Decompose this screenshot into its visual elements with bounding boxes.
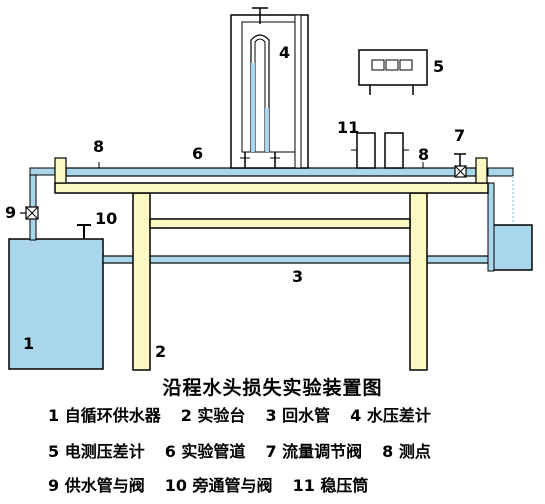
diagram-title: 沿程水头损失实验装置图 [162, 377, 383, 399]
pipe-right-end [475, 157, 488, 184]
bench-left-leg [132, 192, 151, 371]
supply-tank [8, 238, 104, 370]
legend-item: 1 自循环供水器 [48, 406, 161, 425]
legend-row-2: 5 电测压差计 6 实验管道 7 流量调节阀 8 测点 [48, 438, 451, 462]
legend-row-1: 1 自循环供水器 2 实验台 3 回水管 4 水压差计 [48, 402, 451, 426]
label-7: 7 [454, 126, 465, 145]
legend-item: 3 回水管 [265, 406, 331, 425]
legend-item: 4 水压差计 [350, 406, 431, 425]
legend-item: 10 旁通管与阀 [164, 476, 273, 495]
stabilizer-cylinder-right [384, 132, 404, 169]
legend-item: 11 稳压筒 [292, 476, 369, 495]
supply-pipe-vertical [29, 169, 37, 241]
label-8-right: 8 [418, 145, 429, 164]
right-drop-pipe [487, 182, 495, 272]
label-5: 5 [433, 57, 444, 76]
legend-row-3: 9 供水管与阀 10 旁通管与阀 11 稳压筒 [48, 472, 388, 496]
legend-item: 6 实验管道 [164, 442, 246, 461]
label-9: 9 [5, 203, 16, 222]
label-11: 11 [337, 118, 359, 137]
legend-item: 7 流量调节阀 [265, 442, 363, 461]
label-4: 4 [279, 43, 290, 62]
pipe-left-end [54, 157, 67, 184]
outflow-tank [492, 224, 533, 271]
label-1: 1 [23, 334, 34, 353]
legend-item: 5 电测压差计 [48, 442, 145, 461]
manometer-u-tube [250, 34, 270, 152]
label-6: 6 [192, 144, 203, 163]
label-2: 2 [155, 342, 166, 361]
label-10: 10 [95, 209, 117, 228]
legend-item: 8 测点 [382, 442, 431, 461]
test-pipe [65, 167, 477, 177]
bench-top [54, 182, 489, 194]
stabilizer-cylinder-left [356, 132, 376, 169]
legend-item: 9 供水管与阀 [48, 476, 145, 495]
legend-item: 2 实验台 [180, 406, 246, 425]
label-8-left: 8 [93, 137, 104, 156]
bench-right-leg [409, 192, 428, 371]
bench-crossbar [149, 218, 411, 229]
supply-pipe-horizontal [29, 167, 59, 176]
label-3: 3 [292, 267, 303, 286]
right-outlet-pipe [487, 167, 514, 177]
return-pipe [102, 255, 494, 264]
